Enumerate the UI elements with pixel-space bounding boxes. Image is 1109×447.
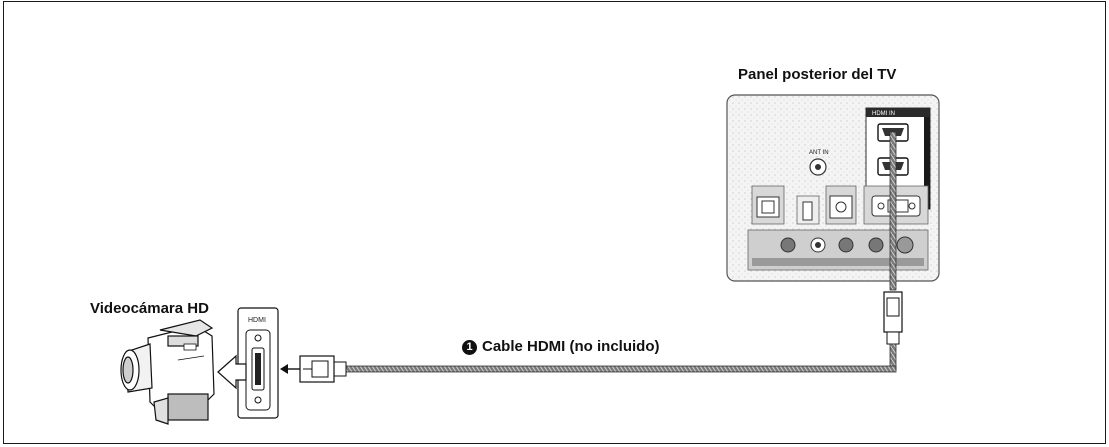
- diagram-frame: [3, 1, 1106, 444]
- step-number-badge: 1: [462, 340, 477, 355]
- tv-rca-3: [838, 237, 854, 253]
- tv-hdmi-header: HDMI IN: [872, 111, 895, 117]
- cable-label: 1 Cable HDMI (no incluido): [462, 338, 660, 355]
- camcorder-hdmi-panel: HDMI: [237, 307, 279, 419]
- tv-rca-5: [896, 236, 914, 254]
- insert-arrow: [280, 364, 288, 374]
- cable-label-text: Cable HDMI (no incluido): [482, 338, 660, 355]
- tv-panel-title: Panel posterior del TV: [738, 66, 897, 83]
- tv-rca-4: [868, 237, 884, 253]
- tv-rear-panel: HDMI IN ANT IN: [726, 94, 940, 282]
- hdmi-cable: [280, 131, 903, 383]
- tv-usb-port: [802, 201, 813, 221]
- tv-ant-label: ANT IN: [809, 150, 829, 156]
- hdmi-port-label: HDMI: [248, 317, 266, 324]
- camcorder-title: Videocámara HD: [90, 300, 209, 317]
- tv-rca-1: [780, 237, 796, 253]
- direction-arrow: [217, 354, 247, 390]
- camcorder-illustration: [120, 319, 215, 425]
